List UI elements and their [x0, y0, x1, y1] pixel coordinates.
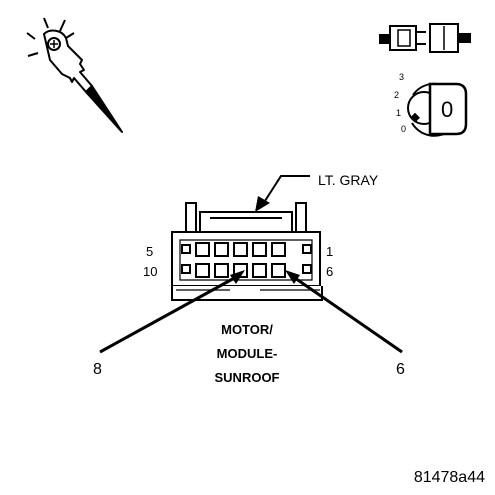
pin-label-bottom-left: 10: [143, 264, 157, 279]
ignition-pos-2: 2: [394, 90, 399, 100]
ignition-pos-3: 3: [399, 72, 404, 82]
component-label: MOTOR/ MODULE- SUNROOF: [215, 322, 280, 385]
disconnected-connector-icon: [379, 23, 471, 53]
connector-color-label: LT. GRAY: [318, 172, 379, 188]
component-label-line1: MOTOR/: [221, 322, 273, 337]
cavity-3: [233, 242, 248, 257]
pin-callout-left: 8: [93, 270, 245, 378]
cavity-5: [195, 242, 210, 257]
pin-label-top-right: 1: [326, 244, 333, 259]
color-callout: LT. GRAY: [255, 172, 379, 212]
ignition-pos-1: 1: [396, 108, 401, 118]
pin-label-top-left: 5: [146, 244, 153, 259]
component-label-line2: MODULE-: [217, 346, 278, 361]
ignition-pos-0: 0: [401, 124, 406, 134]
figure-id: 81478a44: [414, 469, 485, 486]
cavity-4: [214, 242, 229, 257]
pin-callout-right-number: 6: [396, 361, 405, 378]
cavity-2: [252, 242, 267, 257]
pin-label-bottom-right: 6: [326, 264, 333, 279]
pin-callout-right: 6: [285, 270, 405, 378]
pin-callout-left-number: 8: [93, 361, 102, 378]
connector-cavities: [195, 242, 286, 278]
cavity-10: [195, 263, 210, 278]
ignition-switch-icon: 3 2 1 0 0: [394, 72, 468, 137]
ignition-key-position: 0: [441, 97, 453, 122]
cavity-1: [271, 242, 286, 257]
component-label-line3: SUNROOF: [215, 370, 280, 385]
cavity-7: [252, 263, 267, 278]
cavity-6: [271, 263, 286, 278]
cavity-9: [214, 263, 229, 278]
test-probe-icon: [26, 17, 123, 133]
